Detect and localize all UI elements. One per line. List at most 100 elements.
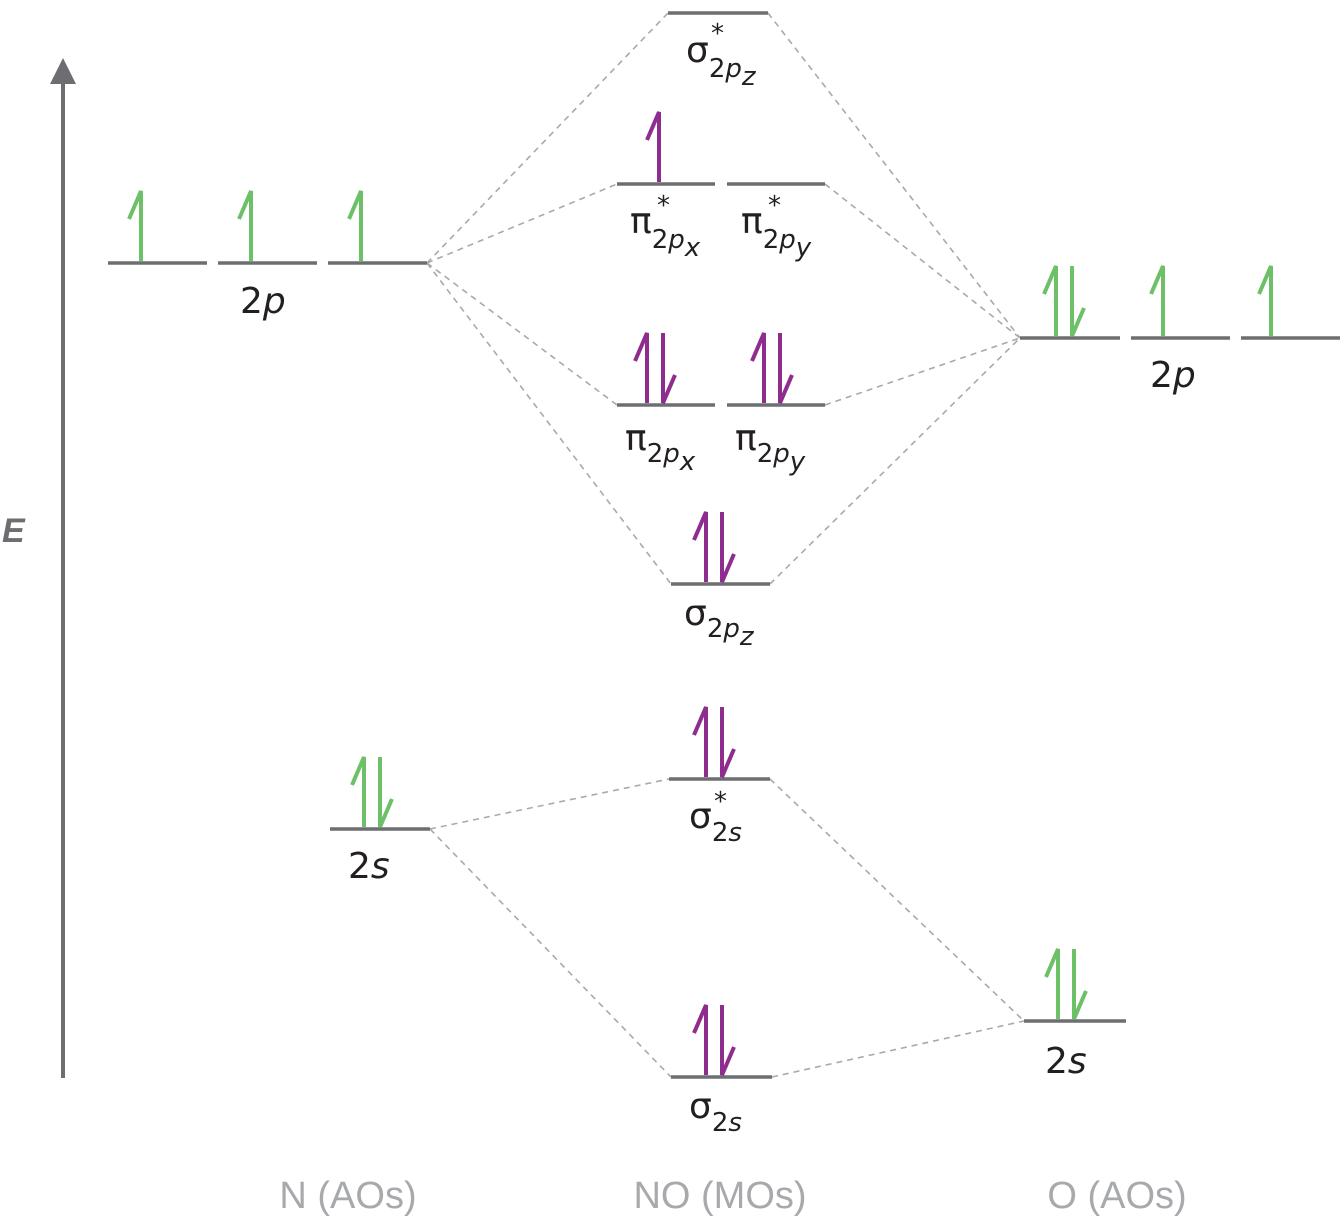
mo-label: π2px xyxy=(630,201,701,263)
mo-greek: σ xyxy=(689,1086,712,1127)
corr-line xyxy=(769,778,1025,1022)
label-italic: s xyxy=(1068,1041,1087,1082)
mo-pi-star-2px: π2px * xyxy=(617,182,715,263)
mo-subscript: 2 xyxy=(712,1108,729,1138)
spin-up-arrow-icon xyxy=(237,190,253,261)
mo-sigma-2pz: σ2pz xyxy=(671,582,770,652)
mo-subscript-italic: p xyxy=(724,54,742,84)
mo-pi-star-2py: π2py * xyxy=(727,182,825,263)
o-2s-label: 2s xyxy=(1045,1041,1087,1082)
mo-sub-subscript: z xyxy=(741,62,757,92)
mo-subscript-italic: s xyxy=(728,1108,742,1138)
mo-greek: π xyxy=(630,201,652,242)
mo-label: σ2pz xyxy=(684,593,755,652)
mo-subscript-italic: p xyxy=(778,225,796,255)
electron-arrows xyxy=(127,111,1273,1076)
spin-up-arrow-icon xyxy=(347,190,363,261)
mo-sub-subscript: y xyxy=(795,233,812,263)
o-aos-column-label: O (AOs) xyxy=(1047,1175,1186,1217)
mo-label: π2py xyxy=(735,418,806,477)
label-italic: s xyxy=(371,846,390,887)
corr-line xyxy=(426,12,669,264)
corr-line xyxy=(824,337,1021,406)
mo-star: * xyxy=(768,191,781,221)
mo-sub-subscript: y xyxy=(789,447,806,477)
mo-greek: σ xyxy=(689,796,712,837)
mo-subscript-italic: p xyxy=(772,439,790,469)
corr-line xyxy=(767,12,1021,339)
spin-up-arrow-icon xyxy=(692,511,708,582)
spin-down-arrow-icon xyxy=(1070,266,1086,337)
n-2s-orbital: 2s xyxy=(330,827,430,887)
corr-line xyxy=(429,778,670,830)
label-main: 2 xyxy=(1150,355,1173,396)
mo-label: σ2s xyxy=(689,1086,742,1138)
mo-subscript-italic: p xyxy=(667,225,685,255)
mo-star: * xyxy=(711,19,724,49)
spin-up-arrow-icon xyxy=(1149,265,1165,336)
mo-sub-subscript: z xyxy=(739,622,755,652)
mo-sigma-star-2s: σ2s * xyxy=(669,777,770,848)
mo-label: σ2pz xyxy=(686,30,757,92)
mo-subscript: 2 xyxy=(652,225,669,255)
spin-up-arrow-icon xyxy=(1044,948,1060,1019)
mo-greek: π xyxy=(741,201,763,242)
mo-subscript-italic: p xyxy=(662,439,680,469)
mo-star: * xyxy=(714,787,727,817)
spin-down-arrow-icon xyxy=(378,757,394,828)
axis-arrowhead-icon xyxy=(50,58,76,84)
mo-pi-2px: π2px xyxy=(617,403,715,477)
spin-up-arrow-icon xyxy=(1257,265,1273,336)
mo-subscript: 2 xyxy=(712,818,729,848)
corr-line xyxy=(426,262,618,406)
spin-up-arrow-icon xyxy=(350,756,366,827)
no-mos-column-label: NO (MOs) xyxy=(633,1175,806,1217)
spin-up-arrow-icon xyxy=(692,1004,708,1075)
n-2s-label: 2s xyxy=(348,846,390,887)
mo-label: σ2s xyxy=(689,796,742,848)
corr-line xyxy=(429,828,672,1078)
n-aos-column-label: N (AOs) xyxy=(279,1175,416,1217)
energy-axis: E xyxy=(2,58,76,1078)
mo-subscript: 2 xyxy=(763,225,780,255)
mo-pi-2py: π2py xyxy=(727,403,825,477)
spin-down-arrow-icon xyxy=(1072,949,1088,1020)
spin-up-arrow-icon xyxy=(127,190,143,261)
spin-down-arrow-icon xyxy=(720,707,736,778)
o-2s-orbital: 2s xyxy=(1024,1019,1126,1082)
spin-down-arrow-icon xyxy=(778,333,794,404)
mo-subscript: 2 xyxy=(707,614,724,644)
mo-sub-subscript: x xyxy=(684,233,701,263)
n-2p-orbitals: 2p xyxy=(108,261,427,322)
mo-label: π2py xyxy=(741,201,812,263)
mo-sigma-star-2pz: σ2pz * xyxy=(668,11,768,92)
spin-down-arrow-icon xyxy=(661,333,677,404)
mo-subscript: 2 xyxy=(647,439,664,469)
mo-greek: π xyxy=(625,418,647,459)
label-italic: p xyxy=(1172,355,1196,396)
corr-line xyxy=(824,183,1021,339)
corr-line xyxy=(426,262,672,585)
mo-sub-subscript: x xyxy=(679,447,696,477)
mo-star: * xyxy=(657,191,670,221)
mo-subscript: 2 xyxy=(709,54,726,84)
corr-line xyxy=(771,1020,1025,1078)
o-2p-orbitals: 2p xyxy=(1020,336,1340,396)
correlation-lines xyxy=(426,12,1025,1078)
mo-subscript: 2 xyxy=(757,439,774,469)
label-main: 2 xyxy=(240,281,263,322)
spin-up-arrow-icon xyxy=(645,111,661,182)
label-main: 2 xyxy=(348,846,371,887)
column-labels: N (AOs) NO (MOs) O (AOs) xyxy=(279,1175,1186,1217)
spin-down-arrow-icon xyxy=(720,1005,736,1076)
mo-greek: π xyxy=(735,418,757,459)
n-2p-label: 2p xyxy=(240,281,286,322)
spin-up-arrow-icon xyxy=(750,332,766,403)
mo-subscript-italic: p xyxy=(722,614,740,644)
o-2p-label: 2p xyxy=(1150,355,1196,396)
corr-line xyxy=(426,183,618,264)
spin-up-arrow-icon xyxy=(633,332,649,403)
corr-line xyxy=(769,337,1021,585)
